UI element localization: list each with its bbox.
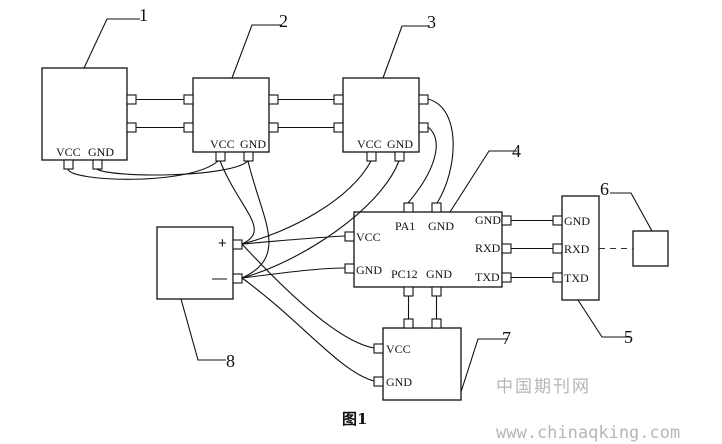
- block-4-gnd-bottom-pad: [431, 286, 442, 297]
- block-3-gnd-pad: [394, 151, 405, 162]
- label-number-3: 3: [427, 12, 436, 32]
- block-3-pad: [418, 94, 429, 105]
- block-5: GND RXD TXD: [552, 195, 600, 301]
- block-4-pa1-pad: [403, 202, 414, 213]
- block-7-pad: [403, 318, 414, 329]
- block-4-vcc-label: VCC: [356, 230, 381, 244]
- label-number-1: 1: [139, 5, 148, 25]
- block-1-vcc-label: VCC: [56, 145, 81, 159]
- block-3-pad: [418, 122, 429, 133]
- block-5-gnd-pad: [552, 215, 563, 226]
- block-3-pad: [333, 94, 344, 105]
- watermark-cn: 中国期刊网: [496, 377, 591, 397]
- block-2-vcc-label: VCC: [210, 137, 235, 151]
- block-2-vcc-pad: [215, 151, 226, 162]
- block-1-vcc-pad: [63, 159, 74, 170]
- block-3-vcc-label: VCC: [357, 137, 382, 151]
- block-7-gnd-label: GND: [386, 375, 412, 389]
- block-3-pad: [333, 122, 344, 133]
- block-4-rxd-pad: [501, 243, 512, 254]
- block-4-vcc-pad: [344, 231, 355, 242]
- block-7-pad: [431, 318, 442, 329]
- block-2-pad: [183, 122, 194, 133]
- block-8-plus-pad: [232, 239, 243, 250]
- block-4-pc12-pad: [403, 286, 414, 297]
- label-number-6: 6: [600, 179, 609, 199]
- block-8: + —: [156, 226, 243, 300]
- block-5-rxd-pad: [552, 243, 563, 254]
- figure-caption: 图1: [342, 410, 367, 428]
- label-number-4: 4: [512, 141, 521, 161]
- block-1-pad: [126, 122, 137, 133]
- block-4-pc12-label: PC12: [391, 267, 418, 281]
- block-8-minus-pad: [232, 273, 243, 284]
- block-3-vcc-pad: [366, 151, 377, 162]
- block-5-rxd-label: RXD: [564, 242, 590, 256]
- block-4-txd-label: TXD: [475, 270, 500, 284]
- block-4-gnd-bottom-label: GND: [426, 267, 452, 281]
- block-8-minus-label: —: [212, 270, 227, 287]
- block-2-pad: [268, 122, 279, 133]
- block-4-gnd-top-pad: [431, 202, 442, 213]
- label-number-2: 2: [279, 11, 288, 31]
- block-5-gnd-label: GND: [564, 214, 590, 228]
- block-7-gnd-pad: [373, 376, 384, 387]
- block-4-txd-pad: [501, 272, 512, 283]
- block-4-gnd-right-label: GND: [475, 213, 501, 227]
- block-3: VCC GND: [333, 77, 429, 162]
- wires: [67, 98, 633, 382]
- block-6-body: [632, 230, 669, 267]
- block-4-gnd-left-label: GND: [356, 263, 382, 277]
- leaders: [83, 18, 653, 393]
- block-2: VCC GND: [183, 77, 279, 162]
- block-3-body: [342, 77, 420, 153]
- block-2-gnd-label: GND: [240, 137, 266, 151]
- block-4: PA1 GND VCC GND PC12 GND GND RXD TXD: [344, 202, 512, 297]
- block-4-gnd-top-label: GND: [428, 219, 454, 233]
- block-1-gnd-label: GND: [88, 145, 114, 159]
- block-4-rxd-label: RXD: [475, 241, 501, 255]
- label-number-5: 5: [624, 327, 633, 347]
- block-1-body: [41, 67, 128, 161]
- block-2-gnd-pad: [243, 151, 254, 162]
- block-3-gnd-label: GND: [387, 137, 413, 151]
- block-7-vcc-label: VCC: [386, 342, 411, 356]
- block-7: VCC GND: [373, 318, 462, 401]
- block-5-txd-pad: [552, 272, 563, 283]
- block-7-body: [382, 327, 462, 401]
- label-number-7: 7: [502, 328, 511, 348]
- block-1-pad: [126, 94, 137, 105]
- block-8-plus-label: +: [218, 235, 227, 252]
- block-1: VCC GND: [41, 67, 137, 170]
- block-5-txd-label: TXD: [564, 271, 589, 285]
- block-7-vcc-pad: [373, 343, 384, 354]
- block-2-body: [192, 77, 270, 153]
- block-2-pad: [268, 94, 279, 105]
- label-number-8: 8: [226, 351, 235, 371]
- block-4-pa1-label: PA1: [395, 219, 415, 233]
- block-8-body: [156, 226, 234, 300]
- block-4-gnd-left-pad: [344, 263, 355, 274]
- block-4-gnd-right-pad: [501, 215, 512, 226]
- block-4-body: [353, 211, 503, 288]
- watermark-url: www.chinaqking.com: [496, 423, 680, 443]
- block-2-pad: [183, 94, 194, 105]
- block-1-gnd-pad: [92, 159, 103, 170]
